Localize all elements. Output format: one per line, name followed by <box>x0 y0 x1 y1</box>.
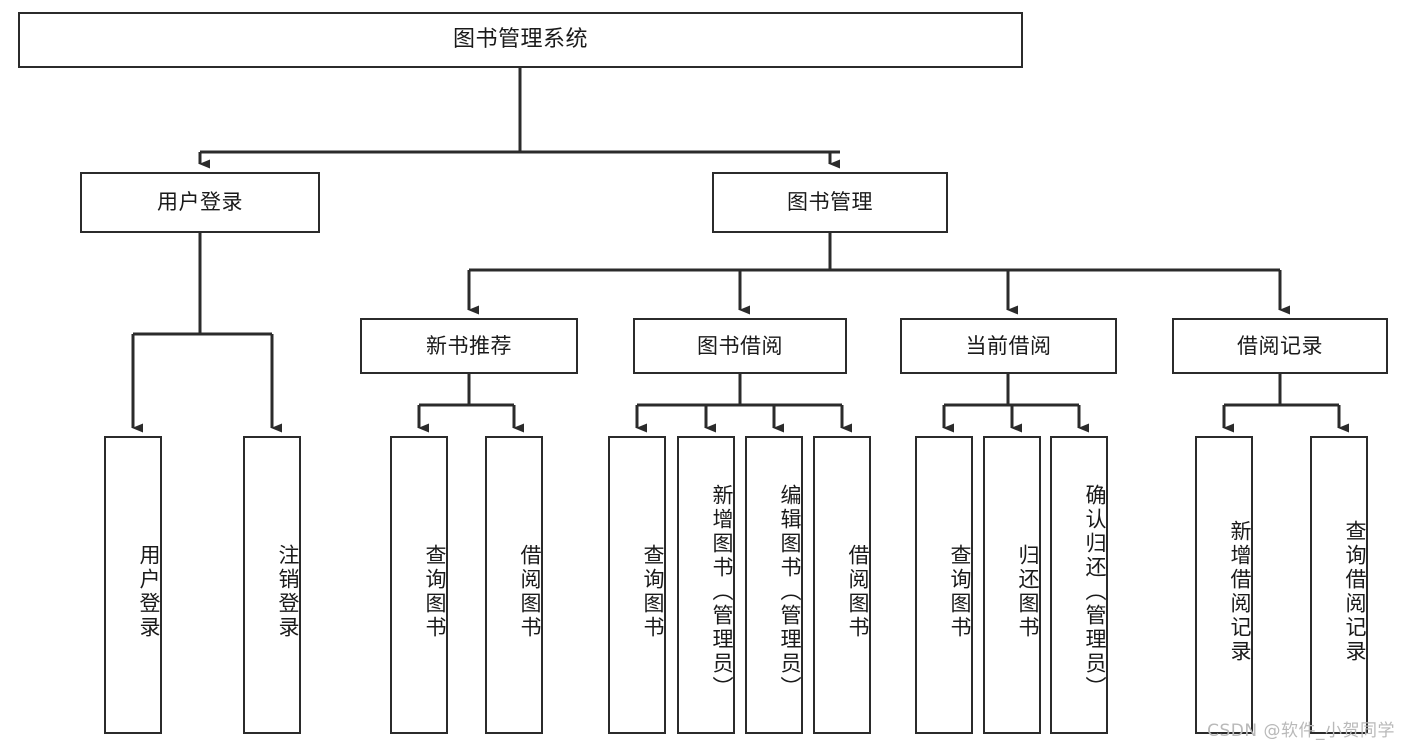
node-book-manage[interactable]: 图书管理 <box>712 172 948 233</box>
node-leaf-query-book-3[interactable]: 查询图书 <box>915 436 973 734</box>
watermark: CSDN @软件_小贺同学 <box>1207 721 1395 741</box>
node-book-manage-label: 图书管理 <box>787 190 873 215</box>
node-leaf-add-book-label: 新增图书（管理员） <box>710 484 734 700</box>
node-root-label: 图书管理系统 <box>452 27 588 53</box>
node-leaf-borrow-book-2-label: 借阅图书 <box>846 544 870 640</box>
node-leaf-return-book-label: 归还图书 <box>1016 544 1040 640</box>
node-leaf-query-book-2[interactable]: 查询图书 <box>608 436 666 734</box>
node-leaf-borrow-book-2[interactable]: 借阅图书 <box>813 436 871 734</box>
node-leaf-user-login-label: 用户登录 <box>137 544 161 640</box>
node-leaf-add-record[interactable]: 新增借阅记录 <box>1195 436 1253 734</box>
node-leaf-query-record[interactable]: 查询借阅记录 <box>1310 436 1368 734</box>
node-leaf-confirm-return[interactable]: 确认归还（管理员） <box>1050 436 1108 734</box>
node-leaf-edit-book[interactable]: 编辑图书（管理员） <box>745 436 803 734</box>
node-current-borrow-label: 当前借阅 <box>965 333 1052 358</box>
node-leaf-query-book-1[interactable]: 查询图书 <box>390 436 448 734</box>
node-leaf-query-book-2-label: 查询图书 <box>641 544 665 640</box>
node-book-borrow[interactable]: 图书借阅 <box>633 318 847 374</box>
node-leaf-logout[interactable]: 注销登录 <box>243 436 301 734</box>
node-user-login-label: 用户登录 <box>157 190 243 215</box>
node-book-borrow-label: 图书借阅 <box>697 333 783 358</box>
node-leaf-add-book[interactable]: 新增图书（管理员） <box>677 436 735 734</box>
node-leaf-confirm-return-label: 确认归还（管理员） <box>1083 484 1107 700</box>
node-borrow-record[interactable]: 借阅记录 <box>1172 318 1388 374</box>
node-new-book-rec[interactable]: 新书推荐 <box>360 318 578 374</box>
node-leaf-query-book-1-label: 查询图书 <box>423 544 447 640</box>
node-leaf-borrow-book-1-label: 借阅图书 <box>518 544 542 640</box>
node-new-book-rec-label: 新书推荐 <box>426 333 512 358</box>
node-current-borrow[interactable]: 当前借阅 <box>900 318 1117 374</box>
node-leaf-add-record-label: 新增借阅记录 <box>1228 520 1252 664</box>
node-borrow-record-label: 借阅记录 <box>1237 333 1323 358</box>
node-leaf-edit-book-label: 编辑图书（管理员） <box>778 484 802 700</box>
node-leaf-query-record-label: 查询借阅记录 <box>1343 520 1367 664</box>
node-root[interactable]: 图书管理系统 <box>18 12 1023 68</box>
node-leaf-user-login[interactable]: 用户登录 <box>104 436 162 734</box>
node-leaf-logout-label: 注销登录 <box>276 544 300 640</box>
node-leaf-return-book[interactable]: 归还图书 <box>983 436 1041 734</box>
node-user-login[interactable]: 用户登录 <box>80 172 320 233</box>
node-leaf-query-book-3-label: 查询图书 <box>948 544 972 640</box>
node-leaf-borrow-book-1[interactable]: 借阅图书 <box>485 436 543 734</box>
